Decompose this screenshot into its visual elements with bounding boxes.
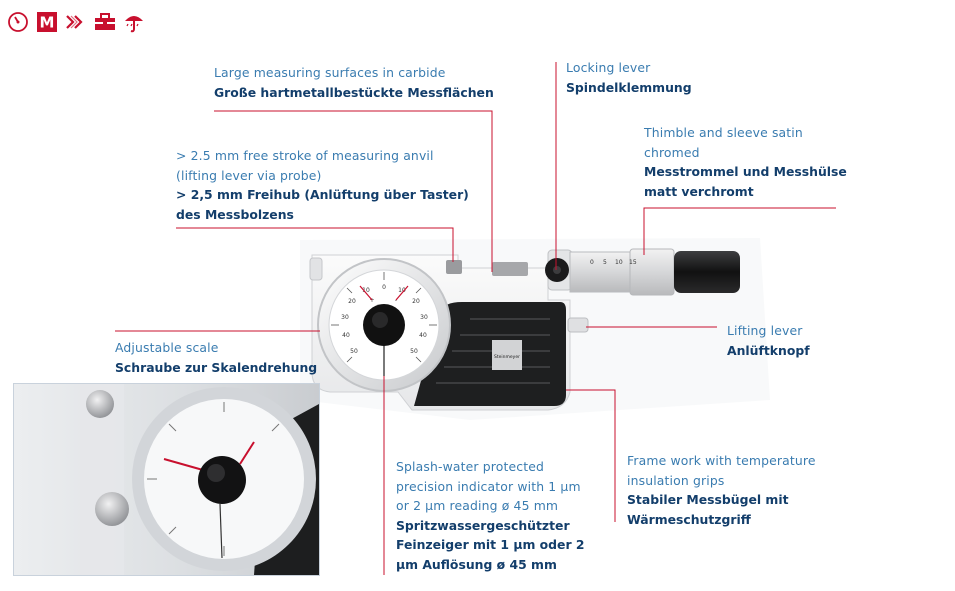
toolbox-icon[interactable] [93, 11, 117, 33]
dial-num: 30 [420, 314, 428, 321]
dial-num: 10 [398, 287, 406, 294]
dial-num: 50 [410, 348, 418, 355]
tolerance-pointer-right [395, 285, 409, 301]
callout-splash-en-2: precision indicator with 1 µm [396, 478, 581, 494]
callout-frame: Frame work with temperature insulation g… [627, 451, 816, 529]
callout-stroke-en-2: (lifting lever via probe) [176, 167, 322, 183]
dial-num: 0 [382, 284, 386, 291]
callout-frame-de-1: Stabiler Messbügel mit [627, 492, 789, 507]
inset-needle [219, 503, 223, 559]
callout-thimble-de-2: matt verchromt [644, 183, 754, 199]
callout-stroke-en-1: > 2.5 mm free stroke of measuring anvil [176, 148, 434, 163]
inset-dial-ticks [147, 402, 280, 556]
double-chevron-icon[interactable] [64, 11, 88, 33]
inset-center-knob [198, 456, 246, 504]
callout-scale-en: Adjustable scale [115, 340, 219, 355]
dial-num: 50 [350, 348, 358, 355]
dial-num: 40 [342, 332, 350, 339]
callout-splash-de-2: Feinzeiger mit 1 µm oder 2 [396, 537, 585, 552]
dial-num: 40 [419, 332, 427, 339]
thimble-num: 15 [629, 259, 637, 266]
callout-thimble-en-1: Thimble and sleeve satin [644, 125, 803, 140]
callout-locking-en: Locking lever [566, 60, 651, 75]
callout-locking-de: Spindelklemmung [566, 79, 692, 95]
gauge-icon[interactable] [6, 11, 30, 33]
anvil-right [492, 262, 528, 276]
callout-splash-en-1: Splash-water protected [396, 459, 544, 474]
thimble-num: 0 [590, 259, 594, 266]
inset-scale-screw [95, 492, 129, 526]
callout-thimble-de-1: Messtrommel und Messhülse [644, 164, 847, 179]
umbrella-icon[interactable] [122, 11, 146, 33]
callout-surfaces-de: Große hartmetallbestückte Messflächen [214, 84, 494, 100]
scale-closeup-inset [13, 383, 320, 576]
insulation-grip [414, 302, 566, 406]
dial-num: 10 [362, 287, 370, 294]
callout-surfaces: Large measuring surfaces in carbide Groß… [214, 63, 494, 102]
thimble-num: 5 [603, 259, 607, 266]
callout-thimble: Thimble and sleeve satin chromed Messtro… [644, 123, 847, 201]
dial-sign: + [369, 297, 374, 304]
callout-frame-en-2: insulation grips [627, 472, 725, 488]
callout-splash: Splash-water protected precision indicat… [396, 457, 585, 574]
leader-frame [566, 389, 616, 522]
callout-locking: Locking lever Spindelklemmung [566, 58, 692, 97]
inset-red-pointer-right [239, 441, 255, 465]
leader-thimble [643, 207, 836, 255]
tolerance-pointer-left [359, 285, 373, 301]
lifting-button [567, 317, 589, 333]
frame-cap [309, 257, 323, 281]
callout-scale: Adjustable scale Schraube zur Skalendreh… [115, 338, 317, 377]
callout-frame-en-1: Frame work with temperature [627, 453, 816, 468]
thimble-scale: 0 5 10 15 [590, 259, 637, 266]
callout-scale-de: Schraube zur Skalendrehung [115, 359, 318, 375]
m-badge-icon[interactable]: M [35, 11, 59, 33]
callout-splash-en-3: or 2 µm reading ø 45 mm [396, 498, 559, 513]
callout-thimble-en-2: chromed [644, 144, 700, 160]
callout-surfaces-en: Large measuring surfaces in carbide [214, 65, 446, 80]
m-badge-letter: M [40, 14, 55, 32]
dial-sign: - [395, 297, 397, 304]
callout-stroke-de-1: > 2,5 mm Freihub (Anlüftung über Taster) [176, 187, 469, 202]
dial-num: 20 [412, 298, 420, 305]
brand-plate [492, 340, 522, 370]
icon-bar: M [6, 10, 146, 34]
callout-frame-de-2: Wärmeschutzgriff [627, 511, 751, 527]
callout-stroke-de-2: des Messbolzens [176, 206, 294, 222]
callout-lifting-en: Lifting lever [727, 323, 803, 338]
ratchet-knob [674, 251, 740, 293]
anvil-left [446, 260, 462, 274]
leader-surfaces [214, 110, 493, 272]
callout-lifting-de: Anlüftknopf [727, 342, 810, 358]
inset-top-screw [86, 390, 114, 418]
callout-stroke: > 2.5 mm free stroke of measuring anvil … [176, 146, 469, 224]
dial-numerals: 0 10 20 30 40 50 10 20 30 40 50 + - [341, 284, 428, 355]
brand-plate-text: Steinmeyer [494, 354, 520, 360]
thimble-num: 10 [615, 259, 623, 266]
callout-splash-de-3: µm Auflösung ø 45 mm [396, 556, 557, 572]
callout-splash-de-1: Spritzwassergeschützter [396, 517, 570, 533]
dial-num: 30 [341, 314, 349, 321]
leader-stroke [176, 227, 454, 262]
dial-num: 20 [348, 298, 356, 305]
callout-lifting: Lifting lever Anlüftknopf [727, 321, 810, 360]
